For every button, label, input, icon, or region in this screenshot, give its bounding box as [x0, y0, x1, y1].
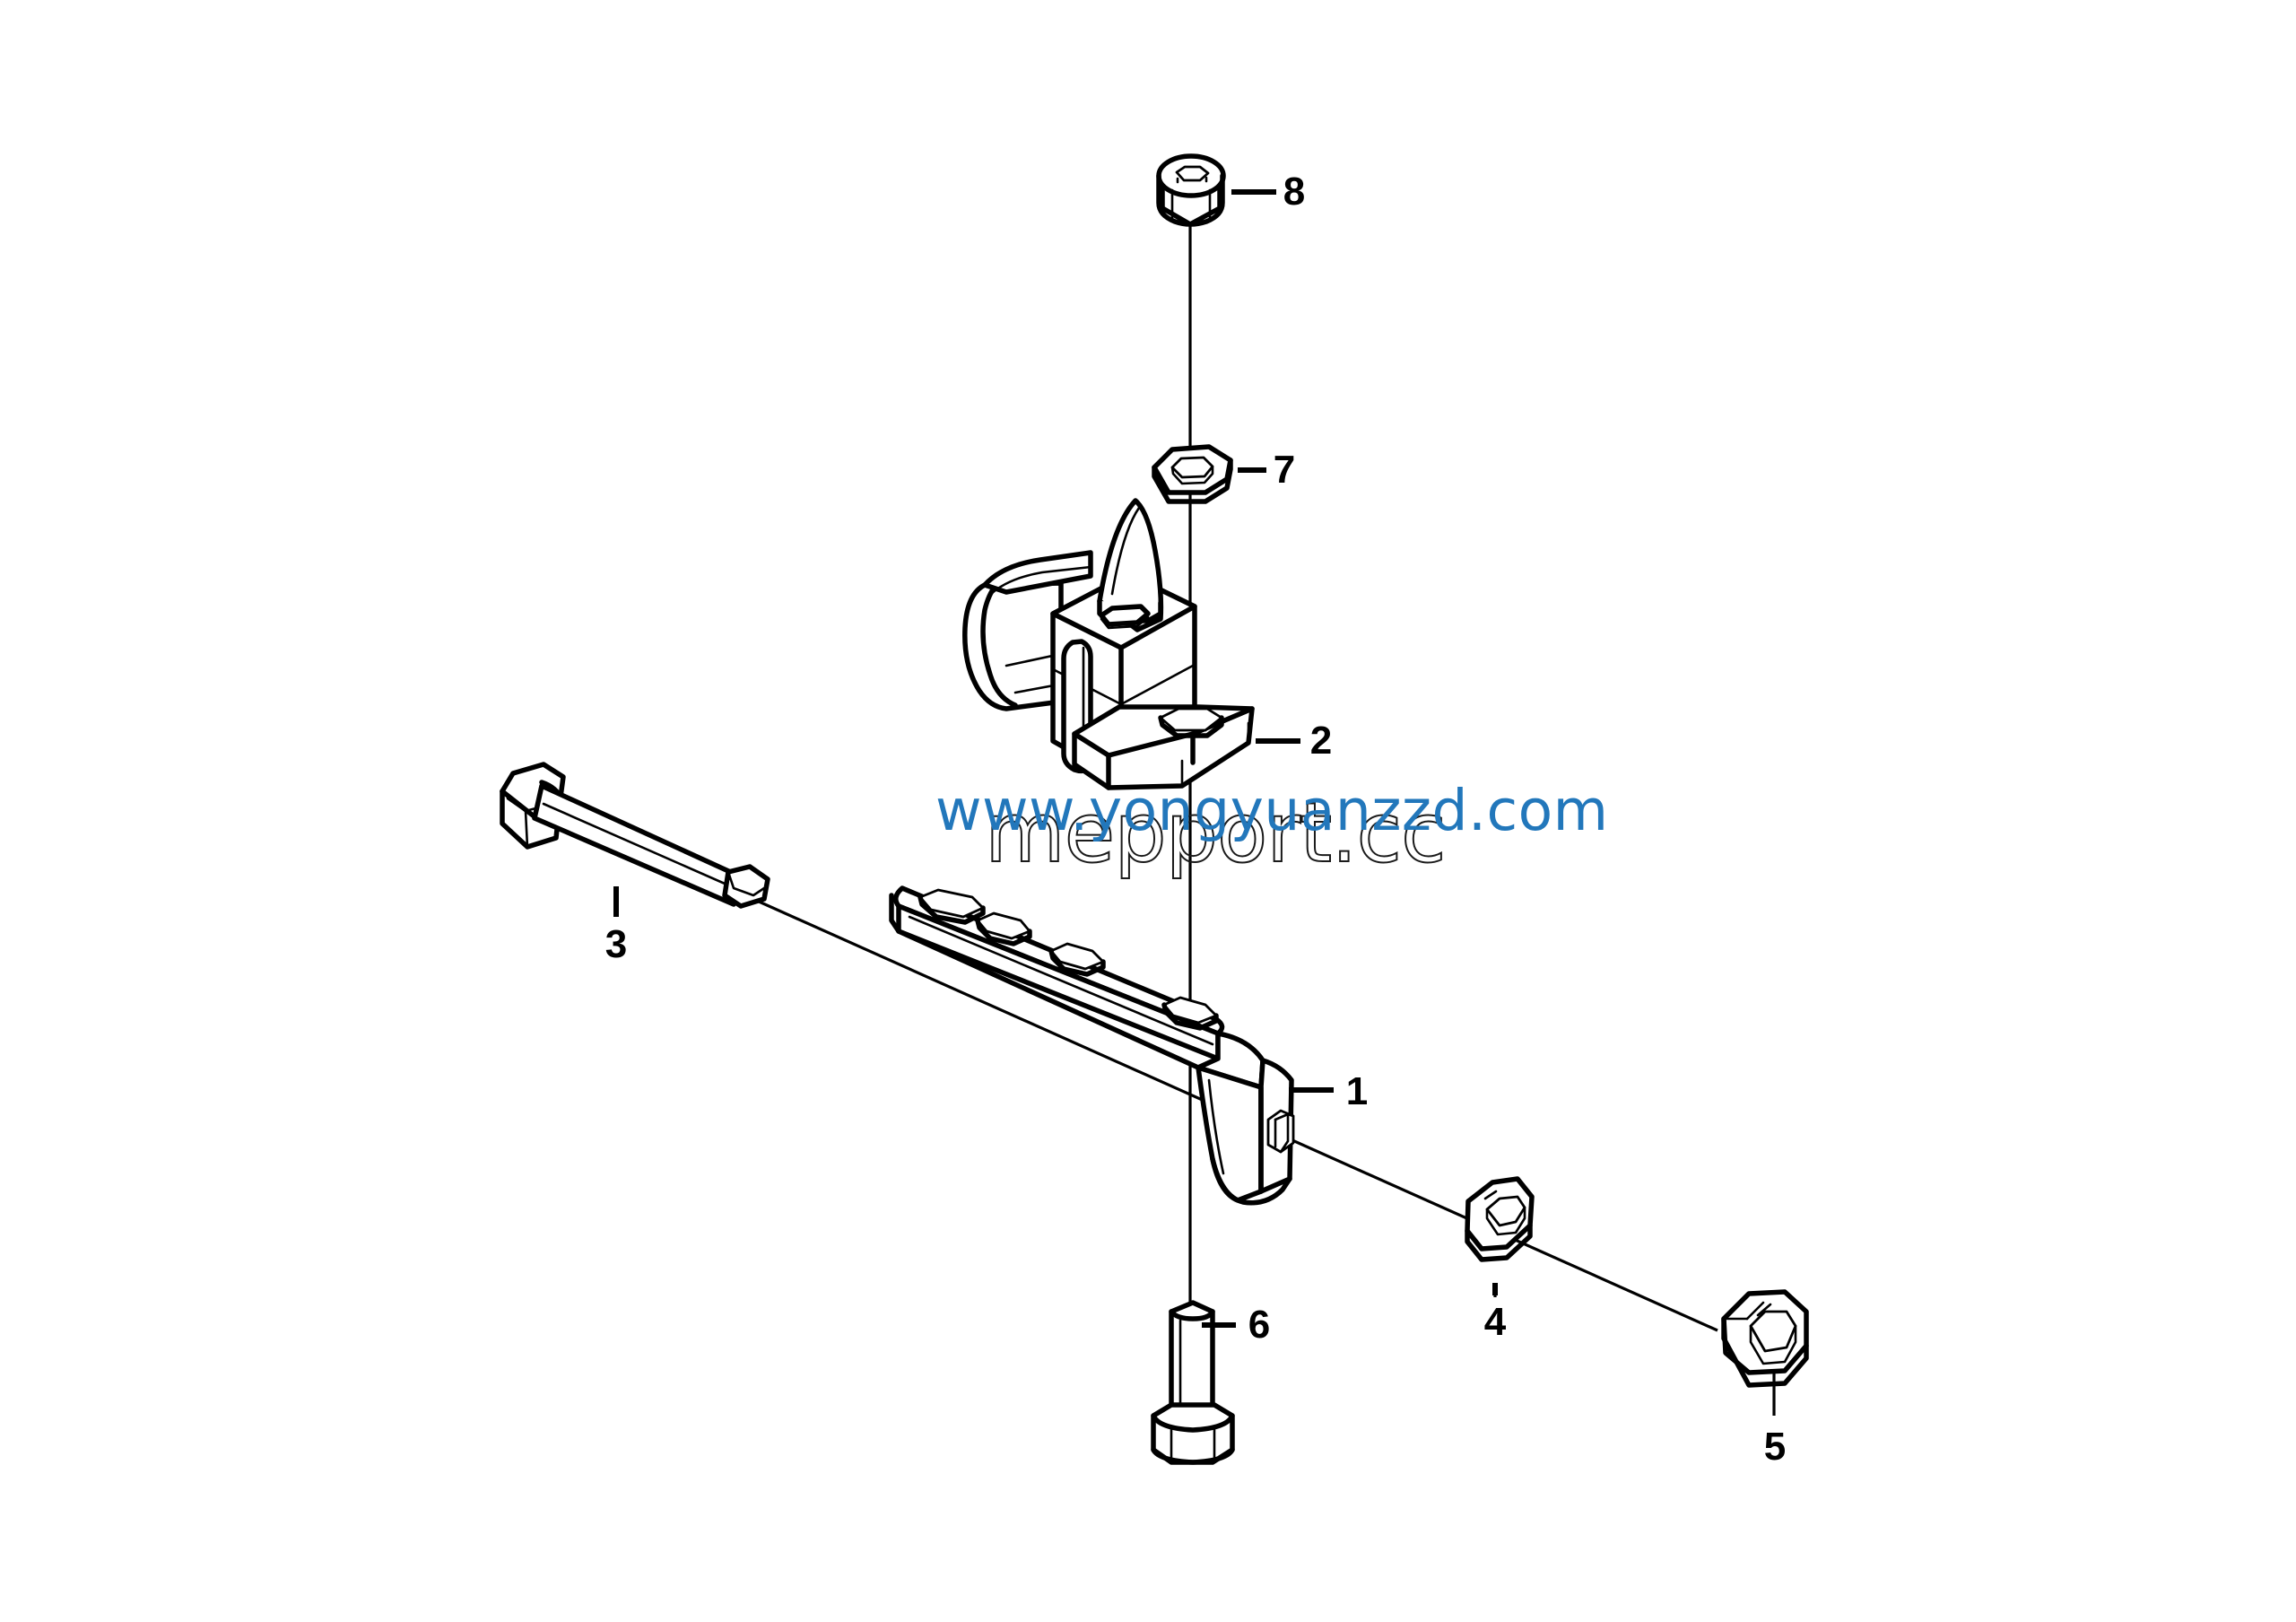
part-7-thin-hex-nut	[1152, 444, 1233, 504]
callout-number-1: 1	[1345, 1069, 1369, 1113]
callout-number-6: 6	[1248, 1303, 1271, 1347]
part-6-hex-head-bolt-short	[1151, 1300, 1235, 1465]
part-1-mounting-bracket-arm	[889, 885, 1295, 1206]
part-8-hex-lock-nut	[1156, 153, 1226, 227]
callout-number-7: 7	[1273, 448, 1296, 492]
part-2-cable-clamp-holder	[962, 498, 1255, 790]
part-3-hex-head-bolt-long	[500, 762, 770, 909]
callout-number-3: 3	[604, 922, 628, 966]
callout-number-2: 2	[1309, 719, 1333, 763]
part-5-hex-nut	[1721, 1289, 1809, 1388]
part-4-lock-washer-thin-nut	[1465, 1176, 1535, 1262]
callout-number-5: 5	[1763, 1425, 1787, 1469]
callout-number-4: 4	[1483, 1300, 1507, 1344]
callout-number-8: 8	[1283, 170, 1306, 214]
